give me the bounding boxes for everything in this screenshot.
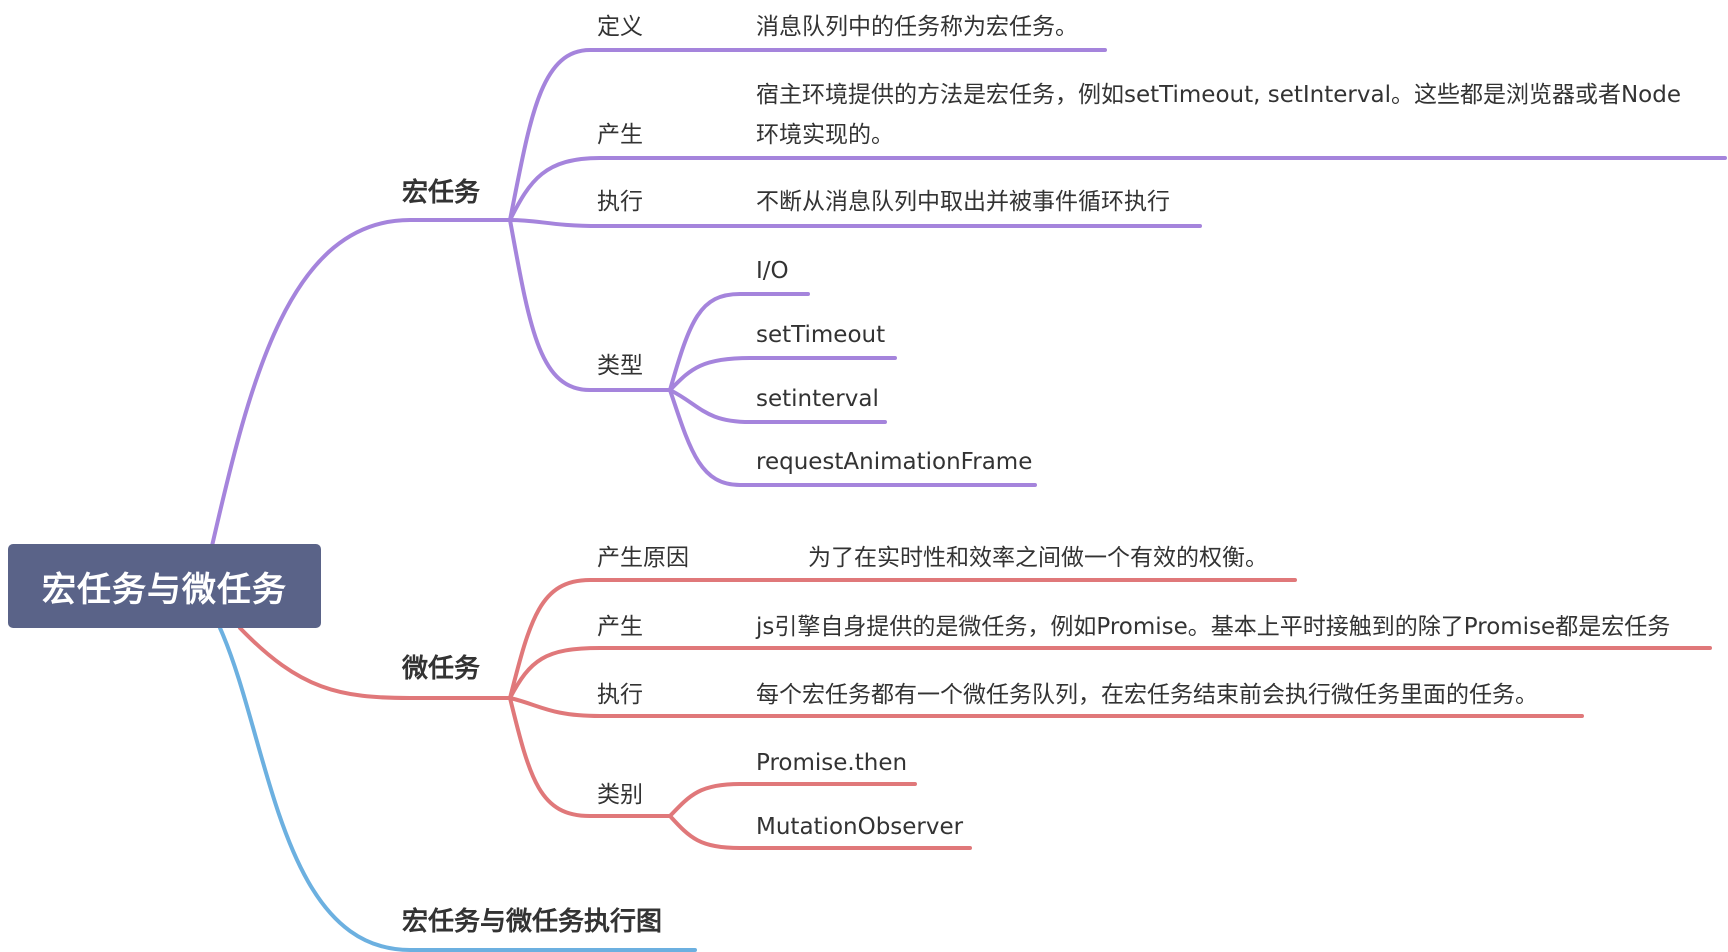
connector-root-macro bbox=[210, 218, 512, 548]
connector-root-micro bbox=[238, 626, 512, 700]
connector-type-setinterval bbox=[668, 388, 887, 424]
macro-type-item[interactable]: I/O bbox=[756, 258, 789, 284]
subtopic-macro-execution[interactable]: 执行 bbox=[597, 189, 643, 215]
connector-macro-execution bbox=[508, 218, 1202, 228]
subtopic-micro-origin[interactable]: 产生 bbox=[597, 614, 643, 640]
connector-type-io bbox=[668, 292, 810, 392]
connector-type-mutationobserver bbox=[668, 814, 972, 850]
connector-micro-reason bbox=[508, 578, 1297, 700]
subtopic-macro-definition[interactable]: 定义 bbox=[597, 14, 643, 40]
topic-execution-diagram[interactable]: 宏任务与微任务执行图 bbox=[402, 907, 663, 937]
micro-reason-text[interactable]: 为了在实时性和效率之间做一个有效的权衡。 bbox=[808, 545, 1268, 571]
connector-type-settimeout bbox=[668, 356, 897, 392]
topic-micro-task[interactable]: 微任务 bbox=[402, 654, 481, 684]
connector-macro-definition bbox=[508, 48, 1107, 222]
macro-origin-text-line1[interactable]: 宿主环境提供的方法是宏任务，例如setTimeout, setInterval。… bbox=[756, 82, 1681, 108]
root-node-label: 宏任务与微任务 bbox=[42, 569, 287, 610]
connector-macro-origin bbox=[508, 156, 1727, 222]
connector-type-raf bbox=[668, 388, 1037, 487]
micro-type-item[interactable]: MutationObserver bbox=[756, 814, 964, 840]
subtopic-macro-types[interactable]: 类型 bbox=[597, 353, 643, 379]
connector-micro-execution bbox=[508, 696, 1584, 718]
subtopic-micro-reason[interactable]: 产生原因 bbox=[597, 545, 689, 571]
macro-definition-text[interactable]: 消息队列中的任务称为宏任务。 bbox=[756, 14, 1078, 40]
macro-origin-text-line2[interactable]: 环境实现的。 bbox=[756, 122, 894, 148]
macro-execution-text[interactable]: 不断从消息队列中取出并被事件循环执行 bbox=[756, 189, 1170, 215]
macro-type-item[interactable]: setinterval bbox=[756, 386, 879, 412]
root-node[interactable] bbox=[8, 544, 321, 628]
micro-type-item[interactable]: Promise.then bbox=[756, 750, 908, 776]
connector-root-diagram bbox=[218, 626, 697, 952]
macro-type-item[interactable]: requestAnimationFrame bbox=[756, 449, 1033, 475]
connector-macro-types bbox=[508, 218, 672, 392]
subtopic-macro-origin[interactable]: 产生 bbox=[597, 122, 643, 148]
micro-execution-text[interactable]: 每个宏任务都有一个微任务队列，在宏任务结束前会执行微任务里面的任务。 bbox=[756, 682, 1538, 708]
connector-type-promise-then bbox=[668, 782, 917, 818]
connector-micro-origin bbox=[508, 646, 1712, 700]
macro-type-item[interactable]: setTimeout bbox=[756, 322, 886, 348]
topic-macro-task[interactable]: 宏任务 bbox=[402, 178, 481, 208]
subtopic-micro-types[interactable]: 类别 bbox=[597, 782, 643, 808]
micro-origin-text[interactable]: js引擎自身提供的是微任务，例如Promise。基本上平时接触到的除了Promi… bbox=[756, 614, 1671, 640]
subtopic-micro-execution[interactable]: 执行 bbox=[597, 682, 643, 708]
connector-micro-types bbox=[508, 696, 672, 818]
